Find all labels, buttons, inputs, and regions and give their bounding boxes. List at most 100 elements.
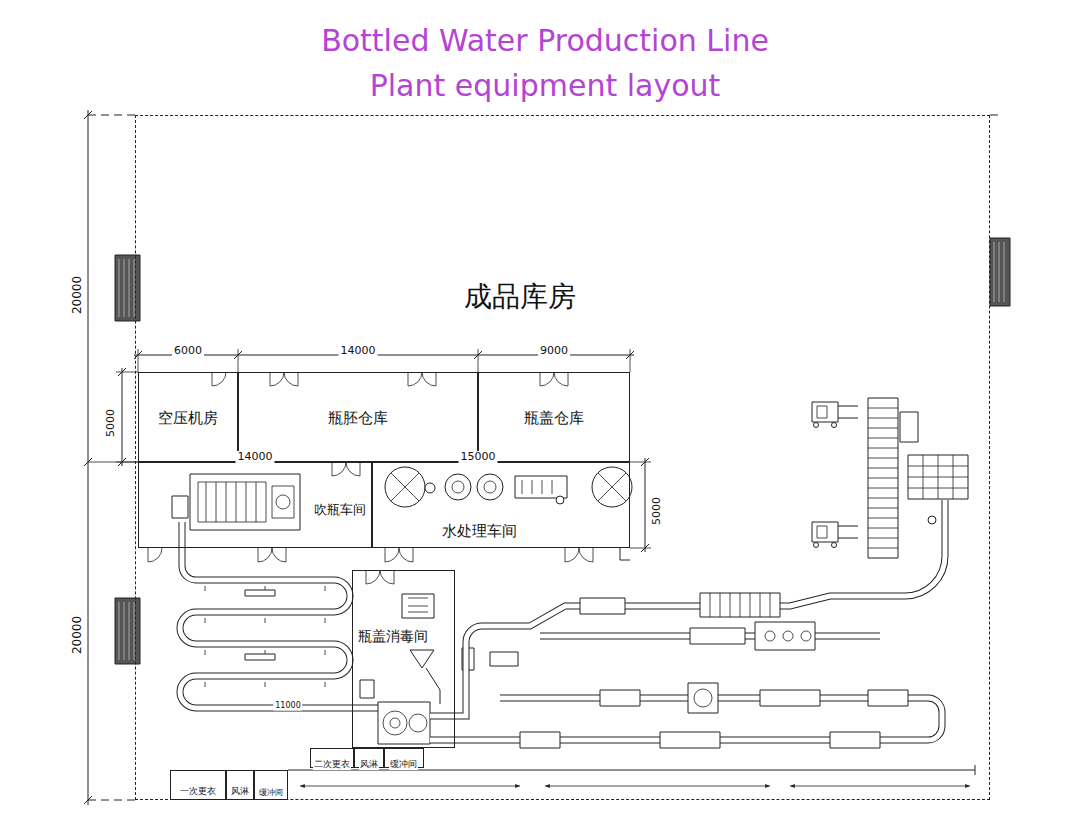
extension-line xyxy=(630,462,651,548)
labeling-machine xyxy=(700,593,780,617)
packing-machine-detail xyxy=(783,631,793,641)
loading-dock xyxy=(115,598,140,664)
room-label: 瓶盖仓库 xyxy=(523,410,585,427)
room-box: 一次更衣 xyxy=(170,770,226,800)
title-anchor: Bottled Water Production Line Plant equi… xyxy=(290,18,800,108)
blow-molder-detail xyxy=(206,482,256,522)
preform-loader xyxy=(172,496,188,518)
line-machine xyxy=(688,683,718,713)
blow-molder xyxy=(190,474,300,530)
conveyor-support xyxy=(205,586,325,687)
dimension-label: 20000 xyxy=(71,614,84,656)
cap-elevator xyxy=(426,668,440,704)
dock-hatch xyxy=(994,242,1004,302)
dock-hatch xyxy=(119,602,134,660)
water-tank-detail xyxy=(598,473,626,501)
filter-tank-detail xyxy=(484,481,496,493)
room-box: 瓶盖消毒间 xyxy=(352,570,455,748)
forklift xyxy=(812,522,838,542)
filling-machine-detail xyxy=(390,718,400,728)
filter-tank xyxy=(477,474,503,500)
wall-stub xyxy=(620,548,630,560)
door-swing xyxy=(258,548,286,562)
room-box: 瓶胚仓库 xyxy=(238,372,478,462)
room-label: 瓶胚仓库 xyxy=(327,410,389,427)
dimension-label: 11000 xyxy=(273,702,302,711)
forklift xyxy=(812,402,838,422)
packing-machine-detail xyxy=(801,631,811,641)
loading-dock xyxy=(990,238,1010,306)
extension-line xyxy=(990,115,1000,116)
door-swing xyxy=(148,548,162,562)
room-box: 瓶盖仓库 xyxy=(478,372,630,462)
line-machine xyxy=(868,690,908,706)
line-machine-detail xyxy=(694,689,712,707)
dimension-label: 9000 xyxy=(538,345,570,357)
filling-machine-detail xyxy=(409,714,427,732)
dimension-line xyxy=(122,368,123,466)
wrapping-unit xyxy=(900,412,918,442)
forklift-wheel xyxy=(832,543,837,548)
door-swing xyxy=(385,548,413,562)
door-swing xyxy=(270,372,298,386)
water-tank-detail xyxy=(391,473,419,501)
cap-sterilizer-detail xyxy=(408,598,428,612)
room-label: 水处理车间 xyxy=(441,523,518,540)
line-machine xyxy=(580,598,625,614)
room-label: 吹瓶车间 xyxy=(313,503,367,517)
filter-tank xyxy=(445,474,471,500)
packing-machine xyxy=(755,622,815,650)
dimension-tick xyxy=(84,111,92,804)
forklift-wheel xyxy=(814,423,819,428)
forklift-fork xyxy=(838,406,858,418)
cap-hopper xyxy=(410,650,434,668)
water-tank xyxy=(592,467,632,507)
blow-molder-detail xyxy=(198,482,266,522)
extension-line xyxy=(88,115,135,116)
door-swing xyxy=(540,372,568,386)
line-machine xyxy=(660,732,720,748)
dimension-line xyxy=(645,458,646,552)
pallet-conveyor-slat xyxy=(868,408,898,548)
room-label: 风淋 xyxy=(230,786,250,796)
door-swing xyxy=(212,372,226,386)
forklift-cab xyxy=(817,526,827,538)
loading-dock xyxy=(115,255,140,321)
forklift-wheel xyxy=(814,543,819,548)
room-box: 吹瓶车间 xyxy=(138,462,372,548)
door-swing xyxy=(408,372,436,386)
control-cabinet xyxy=(360,680,374,698)
labeling-machine-detail xyxy=(710,593,770,617)
door-swing xyxy=(565,548,593,562)
air-blower xyxy=(245,590,275,596)
line-machine xyxy=(690,628,745,644)
room-label: 缓冲间 xyxy=(389,759,418,769)
dimension-label: 5000 xyxy=(105,407,117,439)
room-box: 风淋 xyxy=(226,770,254,800)
room-label: 成品库房 xyxy=(463,281,577,313)
filling-machine-detail xyxy=(383,711,407,735)
room-label: 瓶盖消毒间 xyxy=(357,628,429,644)
air-conveyor xyxy=(180,522,378,708)
line-machine xyxy=(520,732,560,748)
cap-sterilizer xyxy=(402,594,434,618)
dimension-label: 14000 xyxy=(339,345,378,357)
room-label: 二次更衣 xyxy=(313,759,351,769)
room-box: 二次更衣 xyxy=(310,748,354,768)
extension-line xyxy=(88,800,135,801)
room-label: 缓冲间 xyxy=(258,788,284,797)
pallet-conveyor xyxy=(868,398,898,558)
room-box: 风淋 xyxy=(354,748,384,768)
room-box: 缓冲间 xyxy=(384,748,424,768)
air-conveyor xyxy=(180,522,378,708)
door-swing xyxy=(366,570,394,584)
forklift-fork xyxy=(838,526,858,538)
ro-unit-detail xyxy=(522,480,552,494)
dock-hatch xyxy=(119,259,134,317)
flow-arrow xyxy=(545,786,770,787)
ro-unit xyxy=(515,476,567,498)
room-box: 空压机房 xyxy=(138,372,238,462)
room-box: 水处理车间 xyxy=(372,462,630,548)
corridor-wall xyxy=(975,765,976,775)
pump xyxy=(425,483,435,493)
